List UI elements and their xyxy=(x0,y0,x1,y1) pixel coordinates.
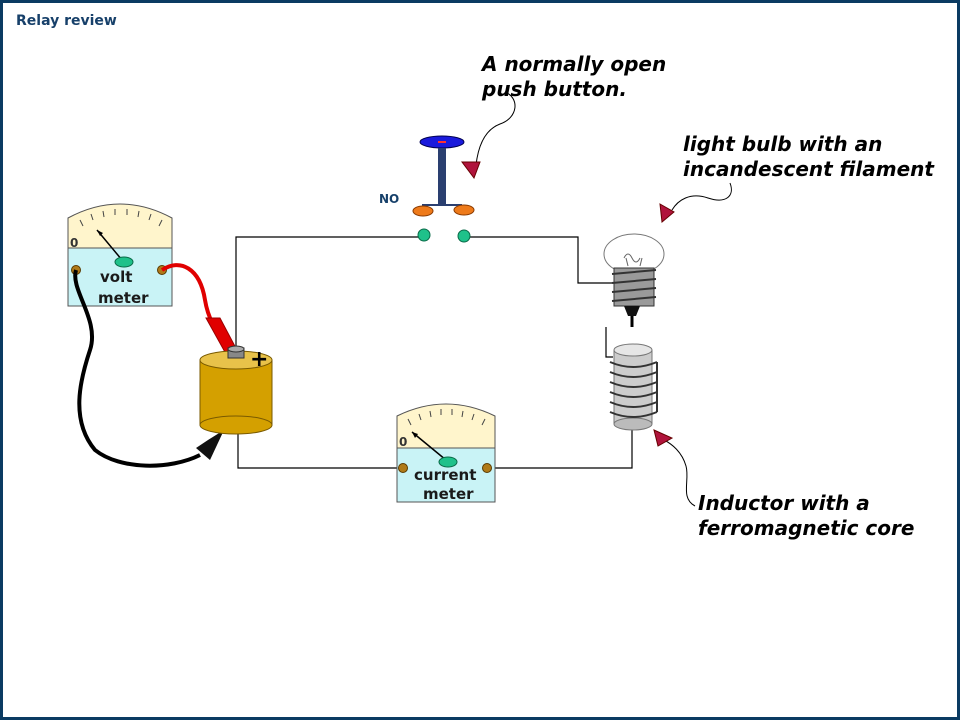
volt-meter-face xyxy=(67,203,173,249)
wire-current-meter-to-battery xyxy=(237,432,403,469)
inductor-callout-line1: Inductor with a xyxy=(698,491,870,515)
slide-title: Relay review xyxy=(16,13,117,29)
callout-arrow-inductor-head xyxy=(653,429,674,447)
normally-open-label: NO xyxy=(379,192,399,206)
current-meter-pivot xyxy=(438,456,458,468)
light-bulb-base xyxy=(611,267,657,307)
battery-body xyxy=(199,359,273,426)
volt-meter-label-line2: meter xyxy=(98,289,149,307)
light-bulb-callout: light bulb with an incandescent filament xyxy=(683,132,934,182)
battery: + xyxy=(199,345,273,435)
inductor-callout-line2: ferromagnetic core xyxy=(698,516,915,540)
current-meter: 0 current meter xyxy=(396,403,496,503)
switch-terminal-right xyxy=(457,229,471,243)
current-meter-needle-tip xyxy=(412,432,418,438)
inductor-callout: Inductor with a ferromagnetic core xyxy=(698,491,914,541)
current-meter-terminal-right xyxy=(482,463,492,473)
volt-meter-needle xyxy=(96,229,123,261)
callout-arrow-light-bulb xyxy=(659,182,732,223)
battery-bottom xyxy=(199,415,273,435)
callout-arrow-push-button-head xyxy=(461,161,481,180)
push-button-contact-right xyxy=(453,204,475,216)
current-meter-scale-ticks xyxy=(407,409,486,426)
volt-meter-label-line1: volt xyxy=(100,268,132,286)
push-button-contact-left xyxy=(412,205,434,217)
callout-arrow-light-bulb-head xyxy=(659,203,675,223)
volt-meter-black-lead xyxy=(73,269,201,468)
current-meter-zero-label: 0 xyxy=(399,435,407,449)
switch-terminal-left xyxy=(417,228,431,242)
current-meter-label-line2: meter xyxy=(423,485,474,503)
current-meter-needle xyxy=(411,431,447,461)
callout-arrow-push-button xyxy=(461,91,516,180)
volt-meter-needle-tip xyxy=(97,230,103,236)
callout-arrow-inductor xyxy=(653,429,696,507)
light-bulb xyxy=(603,233,665,327)
current-meter-terminal-left xyxy=(398,463,408,473)
push-button-callout: A normally open push button. xyxy=(482,52,666,102)
inductor-windings xyxy=(609,361,658,418)
light-bulb-filament xyxy=(623,253,641,263)
push-button-callout-line1: A normally open xyxy=(482,52,667,76)
battery-plus-sign: + xyxy=(250,347,268,372)
light-bulb-contact xyxy=(624,306,640,316)
wire-inductor-to-current-meter xyxy=(487,428,633,469)
volt-meter: 0 volt meter xyxy=(67,203,173,307)
volt-meter-scale-ticks xyxy=(79,209,163,227)
push-button-plunger xyxy=(438,148,446,206)
inductor xyxy=(609,343,658,431)
volt-meter-pivot xyxy=(114,256,134,268)
wire-bulb-to-inductor xyxy=(605,327,613,358)
current-meter-face xyxy=(396,403,496,449)
light-bulb-callout-line1: light bulb with an xyxy=(683,132,883,156)
battery-terminal-cap xyxy=(227,345,245,353)
circuit-wires xyxy=(235,236,633,469)
inductor-core-top xyxy=(613,343,653,357)
light-bulb-callout-line2: incandescent filament xyxy=(683,157,934,181)
wire-switch-to-bulb xyxy=(464,236,612,284)
push-button: NO xyxy=(379,135,475,243)
volt-meter-zero-label: 0 xyxy=(70,236,78,250)
current-meter-label-line1: current xyxy=(414,466,476,484)
push-button-callout-line2: push button. xyxy=(482,77,627,101)
black-alligator-clip xyxy=(196,430,224,460)
wire-battery-to-switch xyxy=(235,236,424,348)
inductor-core-bottom xyxy=(613,417,653,431)
